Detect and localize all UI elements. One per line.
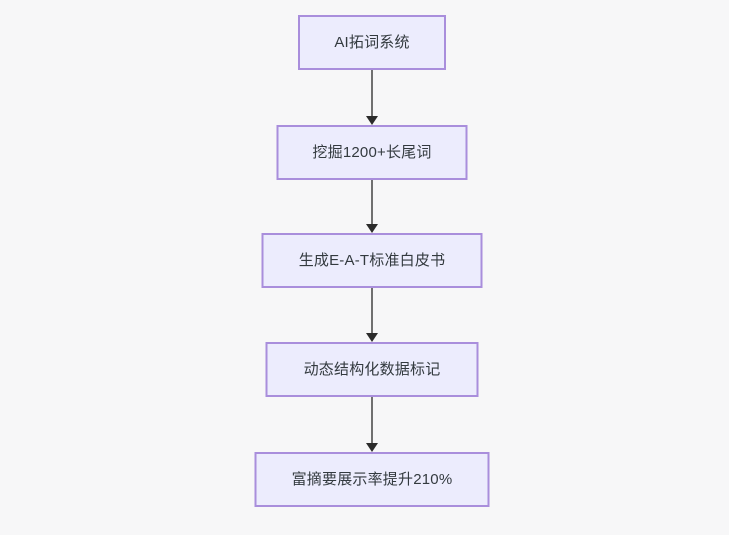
arrow-shaft	[371, 180, 373, 225]
arrow-shaft	[371, 70, 373, 117]
flowchart-arrow-3-to-4	[365, 288, 379, 342]
arrow-head-icon	[366, 116, 378, 125]
flowchart-arrow-2-to-3	[365, 180, 379, 233]
flowchart-node-label: 动态结构化数据标记	[303, 361, 441, 378]
flowchart-node-rich-snippet-impression-lift[interactable]: 富摘要展示率提升210%	[254, 452, 490, 507]
flowchart-node-label: 富摘要展示率提升210%	[291, 471, 453, 488]
flowchart-arrow-1-to-2	[365, 70, 379, 125]
flowchart-node-ai-keyword-system[interactable]: AI拓词系统	[298, 15, 446, 70]
arrow-head-icon	[366, 333, 378, 342]
arrow-shaft	[371, 288, 373, 334]
flowchart-node-label: 挖掘1200+长尾词	[312, 144, 432, 161]
arrow-shaft	[371, 397, 373, 444]
flowchart-node-generate-eat-whitepaper[interactable]: 生成E-A-T标准白皮书	[261, 233, 483, 288]
arrow-head-icon	[366, 224, 378, 233]
flowchart-arrow-4-to-5	[365, 397, 379, 452]
flowchart-node-label: AI拓词系统	[334, 34, 410, 51]
arrow-head-icon	[366, 443, 378, 452]
flowchart-node-mine-longtail-keywords[interactable]: 挖掘1200+长尾词	[276, 125, 468, 180]
flowchart-node-dynamic-structured-data-markup[interactable]: 动态结构化数据标记	[265, 342, 479, 397]
flowchart-node-label: 生成E-A-T标准白皮书	[298, 252, 446, 269]
